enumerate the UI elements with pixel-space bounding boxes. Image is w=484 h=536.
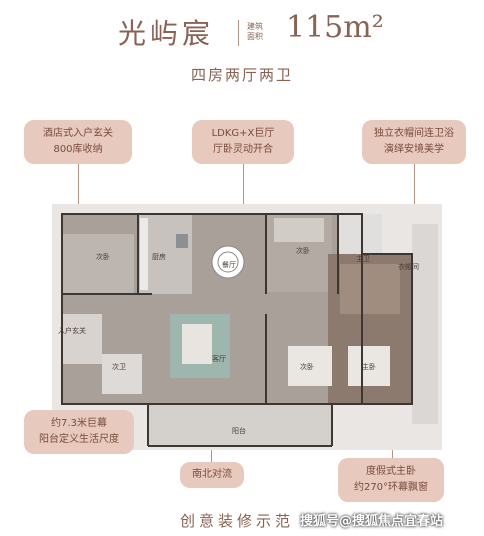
callout-master-line1: 度假式主卧: [366, 466, 416, 477]
second-bath: [102, 354, 142, 394]
bedroom-left: [62, 234, 134, 294]
label-bedroom-mid: 次卧: [300, 363, 314, 371]
bedroom-top-bed: [274, 218, 324, 242]
label-bedroom-left: 次卧: [96, 253, 110, 261]
kitchen-counter: [140, 218, 148, 290]
right-balcony: [412, 224, 438, 424]
label-balcony: 阳台: [232, 427, 246, 435]
callout-balcony: 约7.3米巨幕 阳台定义生活尺度: [24, 410, 134, 454]
area-label-line2: 面积: [247, 32, 263, 41]
entrance-area: [62, 314, 102, 364]
callout-ventilation: 南北对流: [180, 462, 244, 488]
callout-closet: 独立衣帽间连卫浴 演绎安境美学: [362, 120, 466, 164]
callout-master-line2: 约270°环幕飘窗: [353, 482, 429, 493]
callout-entrance-line2: 800库收纳: [53, 144, 103, 155]
label-entrance: 入户玄关: [58, 327, 86, 335]
floor-plan-drawing: [52, 204, 442, 450]
walls: [61, 213, 413, 447]
layout-subtitle: 四房两厅两卫: [190, 66, 293, 84]
callout-master: 度假式主卧 约270°环幕飘窗: [338, 458, 444, 502]
label-bedroom-top: 次卧: [296, 247, 310, 255]
project-name: 光屿宸: [118, 17, 215, 50]
sofa: [182, 324, 212, 364]
area-label: 建筑 面积: [247, 22, 263, 42]
label-dining: 餐厅: [222, 261, 236, 269]
callout-balcony-line2: 阳台定义生活尺度: [39, 434, 119, 445]
callout-closet-line2: 演绎安境美学: [384, 144, 444, 155]
label-master-bath: 主卫: [356, 255, 370, 263]
callout-ventilation-line1: 南北对流: [192, 469, 232, 480]
callout-closet-line1: 独立衣帽间连卫浴: [374, 128, 454, 139]
callout-entrance-line1: 酒店式入户玄关: [43, 128, 113, 139]
design-caption: 创意装修示范: [180, 512, 295, 530]
label-closet: 衣帽间: [398, 263, 419, 271]
label-second-bath: 次卫: [112, 363, 126, 371]
floor-plan: 次卧 厨房 餐厅 次卧 主卫 衣帽间 入户玄关 客厅 次卫 次卧 主卧 阳台: [52, 204, 442, 450]
callout-entrance: 酒店式入户玄关 800库收纳: [24, 120, 132, 164]
callout-living-line1: LDKG+X巨厅: [211, 128, 275, 139]
callout-living-line2: 厅卧灵动开合: [213, 144, 273, 155]
bed-second: [288, 346, 332, 386]
area-label-line1: 建筑: [247, 22, 263, 31]
title-separator: [238, 20, 239, 46]
label-kitchen: 厨房: [152, 253, 166, 261]
dining-table: [211, 245, 245, 279]
callout-balcony-line1: 约7.3米巨幕: [51, 418, 107, 429]
watermark: 搜狐号@搜狐焦点宜春站: [300, 514, 444, 529]
bed-master: [348, 346, 390, 386]
label-living: 客厅: [212, 355, 226, 363]
callout-living: LDKG+X巨厅 厅卧灵动开合: [192, 120, 294, 164]
title-row: 光屿宸 建筑 面积 115m²: [0, 10, 484, 50]
label-master-bedroom: 主卧: [362, 363, 376, 371]
closet: [340, 264, 400, 314]
south-balcony: [148, 404, 332, 446]
floor-area: 115m²: [286, 10, 384, 45]
kitchen-sink: [176, 234, 188, 248]
